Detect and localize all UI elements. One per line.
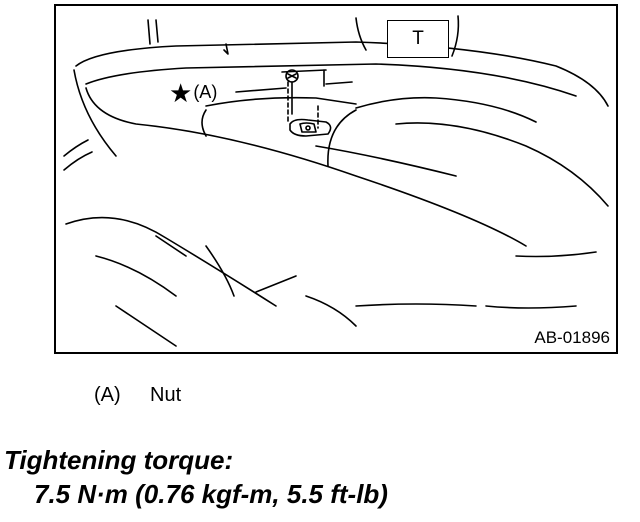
- illustration-frame: T ★ (A) AB-01896: [54, 4, 618, 354]
- figure-id: AB-01896: [534, 328, 610, 347]
- torque-title: Tightening torque:: [4, 445, 234, 475]
- star-icon: ★: [169, 77, 193, 108]
- legend-key: (A): [94, 384, 121, 406]
- legend-row: (A) Nut: [94, 384, 181, 407]
- callout-a-text: (A): [193, 82, 218, 102]
- torque-value: 7.5 N·m (0.76 kgf-m, 5.5 ft-lb): [34, 479, 388, 509]
- callout-a-label: ★ (A): [169, 77, 218, 108]
- seat-cushion-drawing: [63, 15, 609, 347]
- callout-t-box: T: [387, 20, 449, 58]
- legend-label: Nut: [150, 384, 182, 406]
